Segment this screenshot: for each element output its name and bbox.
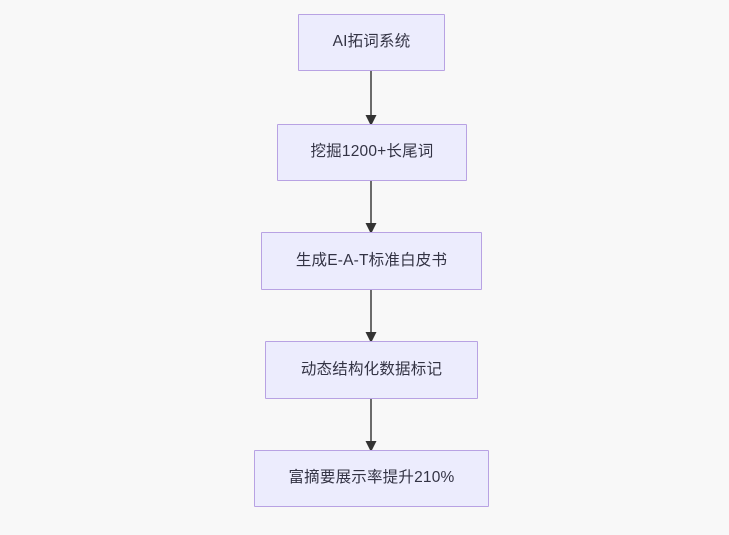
flow-node-label: 生成E-A-T标准白皮书 [295, 251, 448, 269]
flow-node-dynamic-structured-data[interactable]: 动态结构化数据标记 [265, 341, 478, 399]
flow-node-label: 挖掘1200+长尾词 [310, 143, 434, 161]
flow-edge-n2-n3 [355, 179, 387, 235]
flow-node-label: 动态结构化数据标记 [300, 360, 443, 378]
flow-edge-n3-n4 [355, 288, 387, 344]
flow-node-label: AI拓词系统 [332, 33, 411, 51]
flow-edge-n4-n5 [355, 397, 387, 453]
flow-node-generate-eat-whitepaper[interactable]: 生成E-A-T标准白皮书 [261, 232, 482, 290]
flow-node-mine-longtail-keywords[interactable]: 挖掘1200+长尾词 [277, 124, 467, 181]
flow-edge-n1-n2 [355, 69, 387, 127]
flow-node-rich-snippet-result[interactable]: 富摘要展示率提升210% [254, 450, 489, 507]
flow-node-label: 富摘要展示率提升210% [288, 469, 455, 487]
flow-node-ai-keyword-system[interactable]: AI拓词系统 [298, 14, 445, 71]
